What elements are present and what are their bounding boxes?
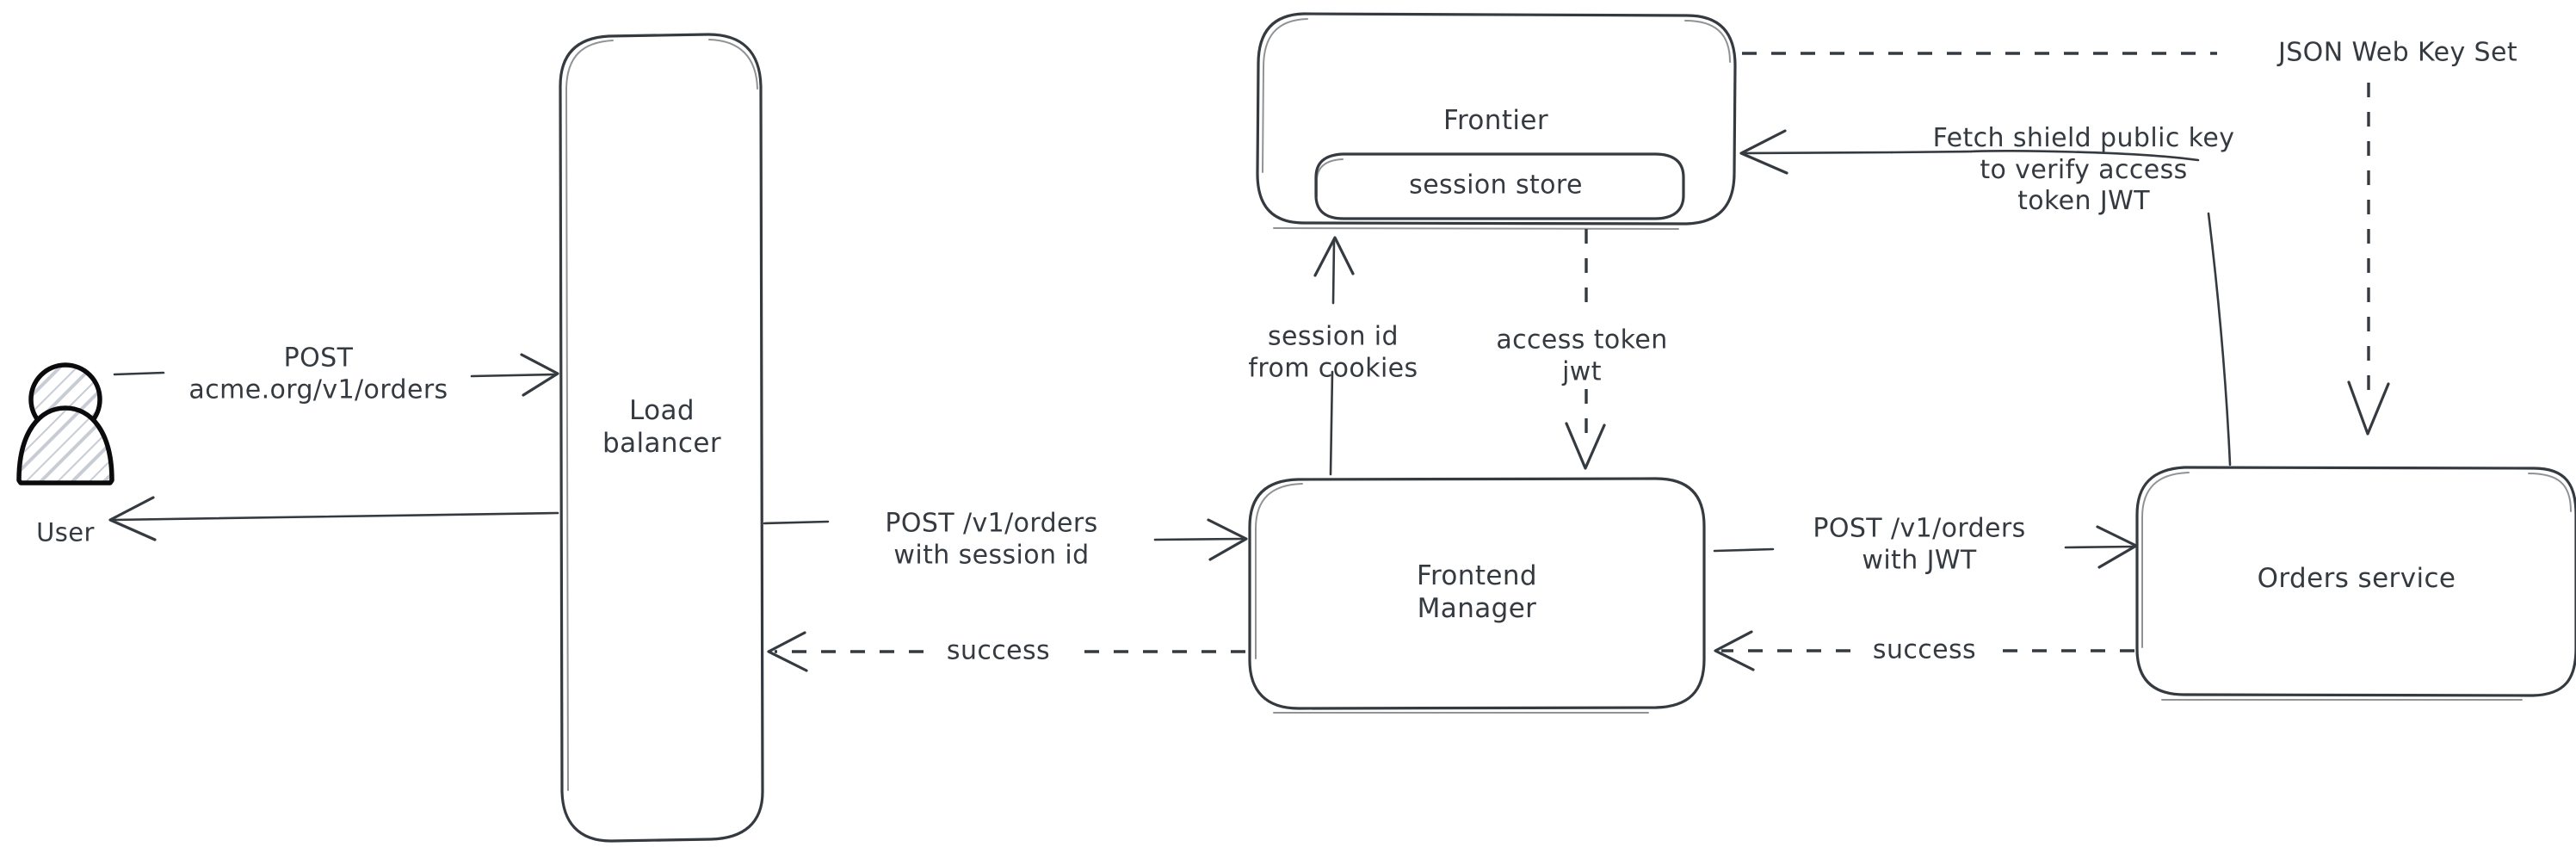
edge-frontend-manager-to-orders-service — [1713, 525, 2138, 569]
edge-frontier-to-orders-service-jwks — [1742, 52, 2390, 436]
node-load-balancer[interactable] — [559, 33, 764, 843]
node-frontend-manager[interactable] — [1248, 477, 1706, 714]
edge-orders-service-to-frontier — [1739, 129, 2232, 467]
person-icon — [16, 362, 114, 485]
edge-user-to-load-balancer — [113, 353, 559, 397]
edge-frontier-to-frontend-manager — [1565, 229, 1606, 470]
node-orders-service[interactable] — [2135, 466, 2576, 701]
edge-frontend-manager-to-load-balancer — [767, 631, 1245, 672]
edge-frontend-manager-to-frontier — [1313, 236, 1355, 476]
edge-load-balancer-to-frontend-manager — [763, 518, 1248, 561]
edge-load-balancer-to-user — [108, 496, 559, 541]
edge-orders-service-to-frontend-manager — [1714, 630, 2134, 671]
node-session-store[interactable] — [1314, 152, 1685, 220]
